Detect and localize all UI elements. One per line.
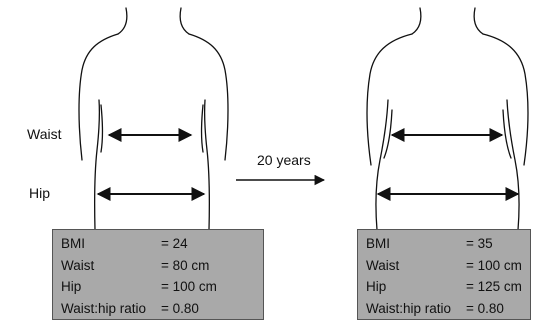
stat-name: Waist:hip ratio xyxy=(366,298,466,320)
waist-label: Waist xyxy=(27,126,61,142)
stat-row: Waist:hip ratio = 0.80 xyxy=(366,298,522,320)
stat-name: Waist:hip ratio xyxy=(61,298,161,320)
stat-name: Hip xyxy=(61,276,161,298)
before-stats-box: BMI = 24 Waist = 80 cm Hip = 100 cm Wais… xyxy=(52,229,264,320)
stat-name: Waist xyxy=(366,255,466,277)
stat-row: Hip = 100 cm xyxy=(61,276,255,298)
stat-value: = 100 cm xyxy=(161,276,217,298)
stat-value: = 125 cm xyxy=(466,276,522,298)
stat-value: = 0.80 xyxy=(466,298,504,320)
stat-value: = 35 xyxy=(466,233,493,255)
after-stats-box: BMI = 35 Waist = 100 cm Hip = 125 cm Wai… xyxy=(357,229,531,320)
stat-name: BMI xyxy=(366,233,466,255)
stat-row: Waist:hip ratio = 0.80 xyxy=(61,298,255,320)
stat-name: Hip xyxy=(366,276,466,298)
stat-name: BMI xyxy=(61,233,161,255)
stat-name: Waist xyxy=(61,255,161,277)
time-label: 20 years xyxy=(257,152,311,168)
stat-row: BMI = 35 xyxy=(366,233,522,255)
hip-label: Hip xyxy=(29,185,50,201)
stat-value: = 100 cm xyxy=(466,255,522,277)
right-body-outline xyxy=(367,8,528,230)
stat-row: Waist = 80 cm xyxy=(61,255,255,277)
stat-row: BMI = 24 xyxy=(61,233,255,255)
stat-value: = 80 cm xyxy=(161,255,209,277)
left-body-outline xyxy=(79,8,228,230)
stat-value: = 24 xyxy=(161,233,188,255)
stat-row: Hip = 125 cm xyxy=(366,276,522,298)
stat-row: Waist = 100 cm xyxy=(366,255,522,277)
stat-value: = 0.80 xyxy=(161,298,199,320)
